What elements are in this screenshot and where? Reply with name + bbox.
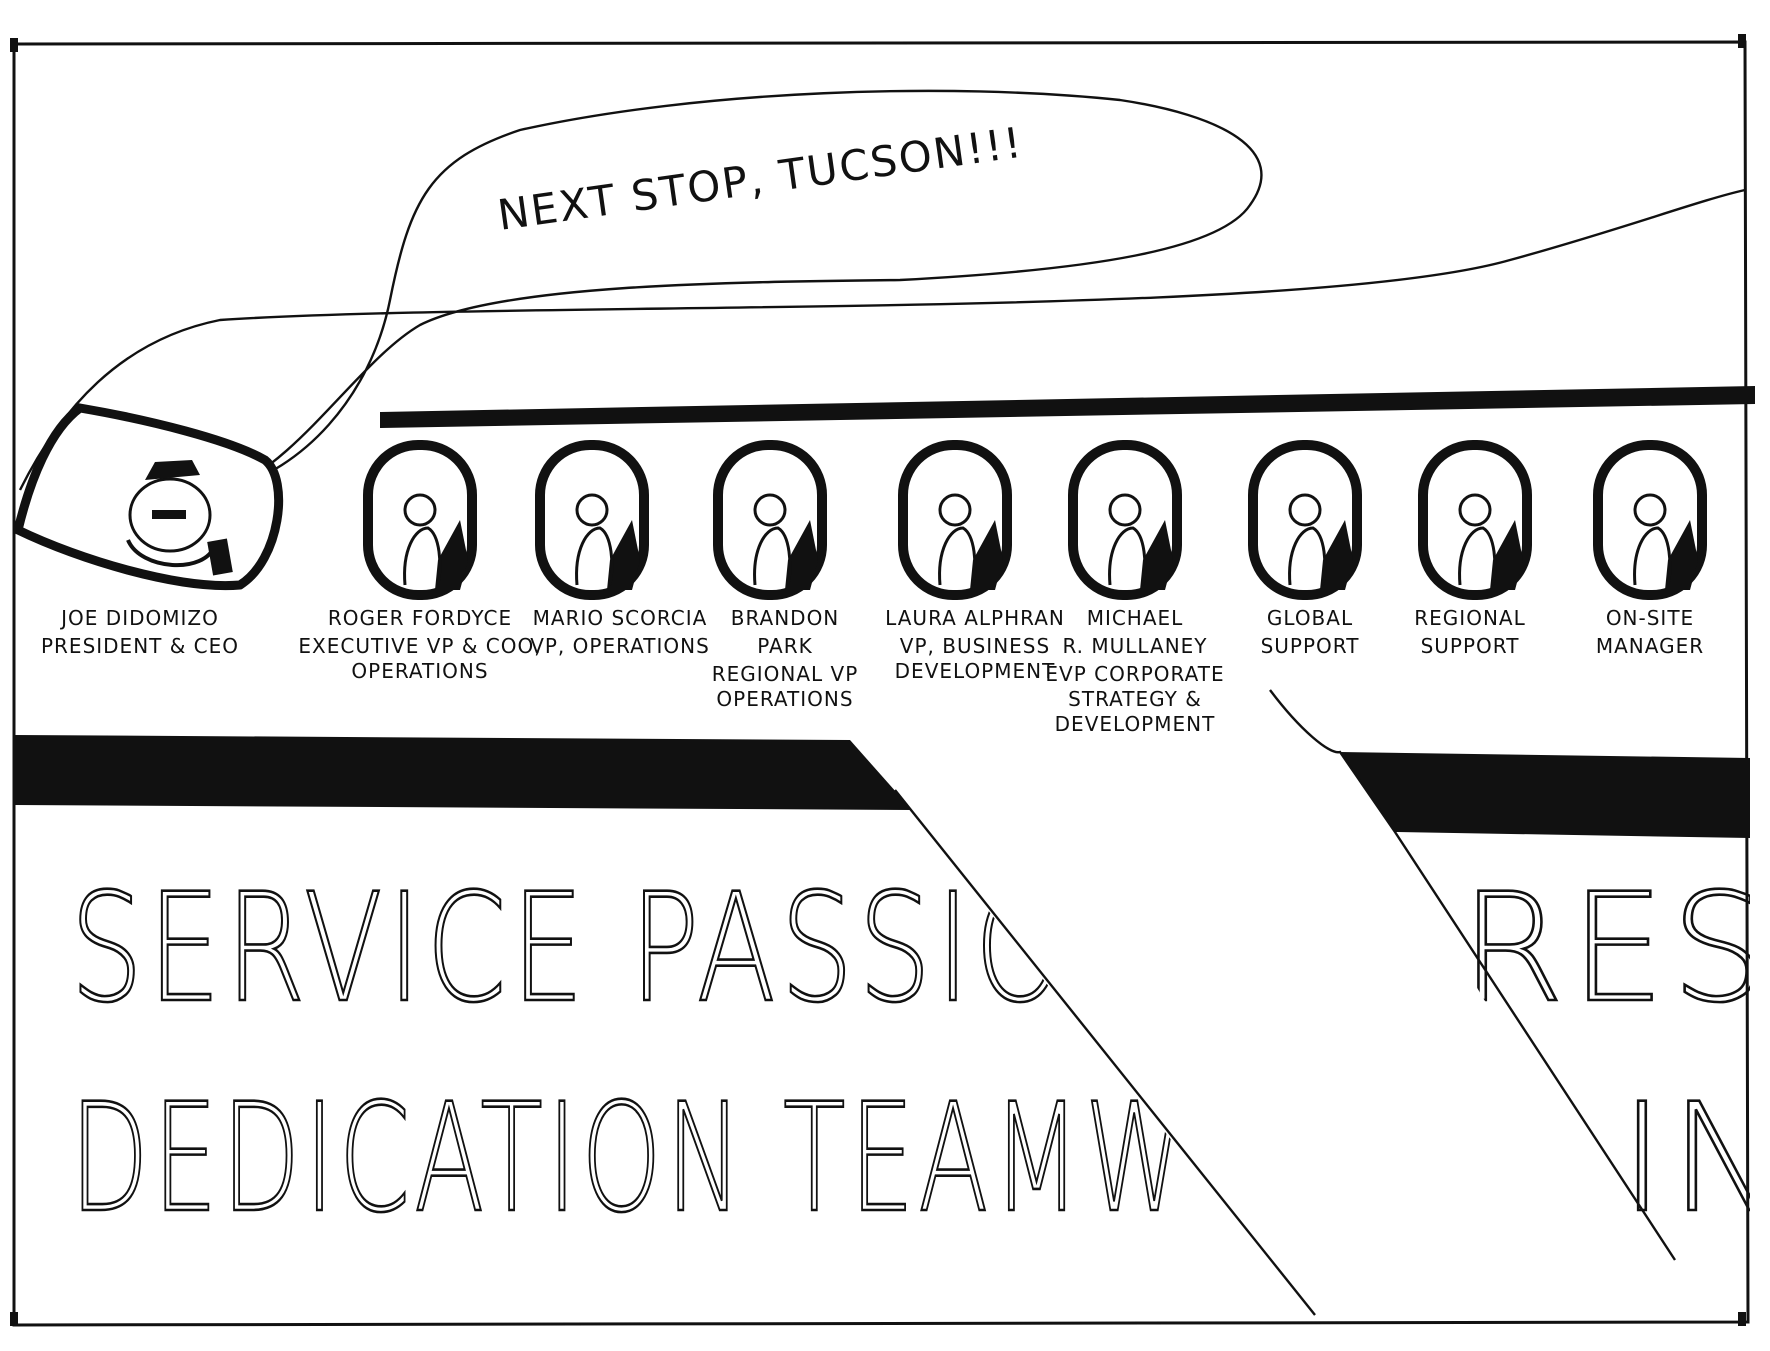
corner-marks bbox=[10, 34, 1746, 1326]
seat bbox=[607, 520, 640, 590]
label-line: OPERATIONS bbox=[716, 687, 853, 711]
label-line: REGIONAL VP bbox=[712, 662, 859, 686]
window-2 bbox=[535, 440, 649, 600]
lower-stripe-right bbox=[1340, 752, 1750, 838]
label-line: MANAGER bbox=[1596, 634, 1704, 658]
passenger-head bbox=[1633, 493, 1667, 527]
window-8 bbox=[1593, 440, 1707, 600]
panel-border bbox=[12, 40, 1750, 1327]
window-6 bbox=[1248, 440, 1362, 600]
label-line: SUPPORT bbox=[1261, 634, 1360, 658]
label-line: MARIO SCORCIA bbox=[533, 606, 708, 630]
label-line: R. MULLANEY bbox=[1062, 634, 1207, 658]
passenger-labels: JOE DIDOMIZO PRESIDENT & CEO ROGER FORDYCE… bbox=[41, 606, 1704, 736]
passenger-head bbox=[1458, 493, 1492, 527]
passenger-label-6: MICHAEL R. MULLANEY EVP CORPORATESTRATEGY … bbox=[1045, 606, 1224, 736]
label-line: JOE DIDOMIZO bbox=[59, 606, 219, 630]
label-line: ON-SITE bbox=[1606, 606, 1694, 630]
label-line: DEVELOPMENT bbox=[1055, 712, 1216, 736]
lower-stripe-left bbox=[14, 735, 912, 810]
label-line: PRESIDENT & CEO bbox=[41, 634, 239, 658]
seat bbox=[435, 520, 468, 590]
passenger-label-9: ON-SITE MANAGER bbox=[1596, 606, 1704, 658]
speech-bubble bbox=[229, 89, 1263, 490]
fuselage-line1-left: SERVICE PASSIO bbox=[70, 862, 1070, 1036]
fuselage-top bbox=[18, 188, 1746, 491]
passenger-body bbox=[1458, 526, 1497, 586]
passenger-head bbox=[575, 493, 609, 527]
label-line: VP, BUSINESS bbox=[900, 634, 1050, 658]
passenger-body bbox=[575, 526, 614, 586]
passenger-body bbox=[1108, 526, 1147, 586]
window-7 bbox=[1418, 440, 1532, 600]
passenger-body bbox=[938, 526, 977, 586]
label-line: EXECUTIVE VP & COO, bbox=[298, 634, 541, 658]
window-4 bbox=[898, 440, 1012, 600]
seat bbox=[1140, 520, 1173, 590]
passenger-body bbox=[1633, 526, 1672, 586]
passenger-label-2: ROGER FORDYCE EXECUTIVE VP & COO,OPERATIO… bbox=[298, 606, 541, 683]
label-line: PARK bbox=[757, 634, 812, 658]
passenger-body bbox=[403, 526, 442, 586]
fuselage-line1-right: RESP bbox=[1460, 862, 1770, 1036]
passenger-head bbox=[403, 493, 437, 527]
passenger-label-3: MARIO SCORCIA VP, OPERATIONS bbox=[530, 606, 710, 658]
label-line: MICHAEL bbox=[1087, 606, 1184, 630]
fuselage-line2-right: IN bbox=[1620, 1072, 1770, 1246]
seat bbox=[785, 520, 818, 590]
passenger-head bbox=[1288, 493, 1322, 527]
seat bbox=[1490, 520, 1523, 590]
label-line: REGIONAL bbox=[1414, 606, 1525, 630]
window-1 bbox=[363, 440, 477, 600]
passenger-label-8: REGIONAL SUPPORT bbox=[1414, 606, 1525, 658]
label-line: EVP CORPORATE bbox=[1045, 662, 1224, 686]
passenger-label-1: JOE DIDOMIZO PRESIDENT & CEO bbox=[41, 606, 239, 658]
label-line: BRANDON bbox=[731, 606, 840, 630]
wing-trailing-edge bbox=[1269, 689, 1677, 1261]
seat bbox=[970, 520, 1003, 590]
window-3 bbox=[713, 440, 827, 600]
seat bbox=[1665, 520, 1698, 590]
label-line: GLOBAL bbox=[1267, 606, 1353, 630]
passenger-body bbox=[1288, 526, 1327, 586]
window-5 bbox=[1068, 440, 1182, 600]
passenger-head bbox=[938, 493, 972, 527]
cockpit-window bbox=[12, 403, 284, 591]
passenger-head bbox=[1108, 493, 1142, 527]
label-line: DEVELOPMENT bbox=[895, 659, 1056, 683]
cheat-line bbox=[380, 386, 1755, 428]
fuselage-lettering: SERVICE PASSIO DEDICATION TEAMW RESP IN bbox=[69, 861, 1770, 1248]
seat bbox=[1320, 520, 1353, 590]
label-line: LAURA ALPHRAN bbox=[885, 606, 1065, 630]
passenger-label-7: GLOBAL SUPPORT bbox=[1261, 606, 1360, 658]
wing-front-edge bbox=[894, 789, 1316, 1316]
label-line: SUPPORT bbox=[1421, 634, 1520, 658]
label-line: VP, OPERATIONS bbox=[530, 634, 710, 658]
label-line: STRATEGY & bbox=[1068, 687, 1202, 711]
label-line: ROGER FORDYCE bbox=[328, 606, 512, 630]
passenger-head bbox=[753, 493, 787, 527]
label-line: OPERATIONS bbox=[351, 659, 488, 683]
passenger-body bbox=[753, 526, 792, 586]
passenger-windows bbox=[363, 440, 1707, 600]
fuselage-line2-left: DEDICATION TEAMW bbox=[70, 1072, 1190, 1246]
